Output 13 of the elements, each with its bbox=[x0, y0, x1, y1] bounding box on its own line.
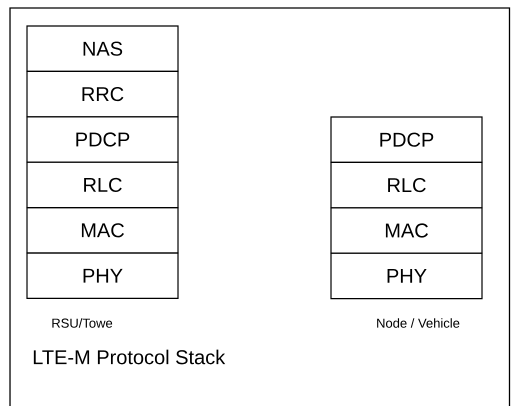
layer-box: MAC bbox=[330, 207, 483, 254]
layer-box: NAS bbox=[26, 25, 179, 72]
layer-box: RLC bbox=[330, 162, 483, 208]
stack-label: Node / Vehicle bbox=[377, 318, 460, 328]
stack-label: RSU/Towe bbox=[52, 318, 112, 328]
layer-box: PDCP bbox=[26, 116, 179, 163]
layer-box: MAC bbox=[26, 207, 179, 254]
layer-box: PHY bbox=[330, 252, 483, 300]
layer-box: PHY bbox=[26, 252, 179, 299]
layer-box: RRC bbox=[26, 70, 179, 118]
layer-box: RLC bbox=[26, 162, 179, 208]
caption: LTE-M Protocol Stack bbox=[34, 350, 226, 364]
layer-box: PDCP bbox=[330, 116, 483, 163]
